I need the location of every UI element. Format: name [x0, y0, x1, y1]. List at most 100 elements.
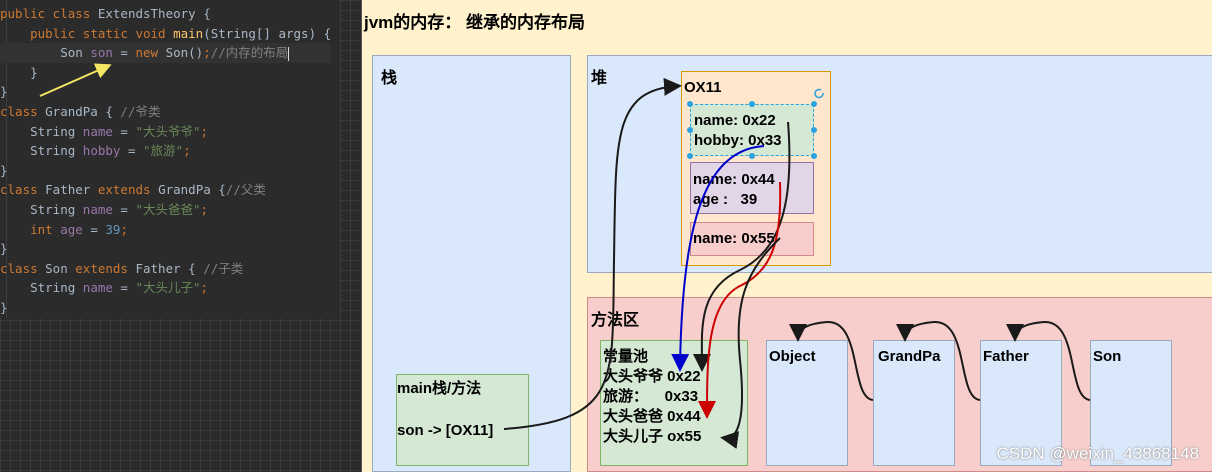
son-reference-arrow	[503, 77, 682, 430]
code-line[interactable]: public static void main(String[] args) {	[0, 24, 331, 44]
code-token: Son	[45, 260, 76, 276]
code-token: 39	[105, 221, 121, 237]
code-token: age	[60, 221, 83, 237]
code-line[interactable]: String name = "大头爷爷";	[0, 122, 331, 142]
code-token: ;	[200, 280, 209, 296]
hobby-arrow	[671, 145, 765, 372]
code-token: class	[0, 103, 46, 119]
code-token: name	[82, 201, 113, 217]
code-token: GrandPa {	[158, 182, 226, 198]
code-line[interactable]: }	[0, 82, 331, 102]
stack-label: 栈	[381, 70, 398, 87]
code-token: "大头儿子"	[135, 280, 201, 296]
code-line[interactable]: }	[0, 63, 331, 83]
memory-layout-diagram: jvm的内存： 继承的内存布局 栈 main栈/方法 son -> [OX11]…	[361, 0, 1212, 472]
main-stack-frame: main栈/方法 son -> [OX11]	[396, 374, 529, 466]
class-object: Object	[766, 340, 848, 466]
code-area[interactable]: public class ExtendsTheory { public stat…	[0, 0, 340, 318]
grandpa-fields-section[interactable]: name: 0x22 hobby: 0x33	[690, 104, 814, 156]
code-token: =	[112, 201, 136, 217]
grandpa-fields: name: 0x22 hobby: 0x33	[694, 112, 782, 149]
code-editor-panel: public class ExtendsTheory { public stat…	[0, 0, 360, 472]
code-token: String	[0, 201, 83, 217]
code-line[interactable]: public class ExtendsTheory {	[0, 4, 331, 24]
code-token: //子类	[203, 260, 244, 276]
code-line[interactable]: }	[0, 239, 331, 259]
constant-pool-entries: 大头爷爷 0x22 旅游： 0x33 大头爸爸 0x44 大头儿子 ox55	[603, 368, 702, 445]
father-name-arrow	[698, 181, 782, 419]
father-fields-section: name: 0x44 age : 39	[690, 162, 814, 214]
code-line[interactable]: String hobby = "旅游";	[0, 141, 331, 161]
code-line[interactable]: class Father extends GrandPa {//父类	[0, 180, 331, 200]
selection-handles	[687, 101, 817, 159]
code-token: Son()	[165, 45, 204, 61]
code-line[interactable]: class Son extends Father { //子类	[0, 259, 331, 279]
code-token: new	[135, 45, 166, 61]
class-son-label: Son	[1093, 348, 1122, 365]
code-token: ExtendsTheory {	[97, 6, 211, 21]
method-area-label: 方法区	[591, 312, 640, 329]
grandpa-extends-object-arrow	[789, 320, 874, 401]
code-token: class	[0, 182, 46, 198]
father-extends-grandpa-arrow	[896, 320, 981, 401]
code-token: //父类	[225, 182, 266, 198]
code-token: =	[120, 143, 144, 159]
code-token: //内存的布局	[210, 45, 289, 61]
java-source-code[interactable]: public class ExtendsTheory { public stat…	[0, 4, 332, 318]
code-token: ;	[200, 123, 209, 139]
grandpa-name-arrow	[692, 121, 791, 372]
code-token: =	[112, 45, 136, 61]
arrows-overlay	[503, 77, 1091, 449]
csdn-watermark: CSDN @weixin_43868148	[996, 444, 1199, 463]
code-token: Son	[0, 45, 91, 61]
yellow-pointer-arrow	[39, 63, 112, 97]
son-extends-father-arrow	[1006, 320, 1091, 401]
code-token: ;	[120, 221, 128, 237]
code-token: class	[0, 260, 46, 276]
code-token: hobby	[82, 143, 121, 159]
code-token: ;	[200, 201, 209, 217]
code-token: }	[0, 162, 8, 178]
code-token: name	[82, 280, 113, 296]
son-fields: name: 0x55	[693, 230, 775, 247]
code-token: name	[82, 123, 113, 139]
code-token: "大头爷爷"	[135, 123, 201, 139]
main-frame-label: main栈/方法	[397, 380, 482, 397]
code-line[interactable]: }	[0, 161, 331, 181]
code-token: son	[90, 45, 113, 61]
code-token: =	[112, 280, 136, 296]
code-token: }	[0, 84, 8, 100]
code-token: String	[0, 123, 83, 139]
code-token: String	[0, 143, 83, 159]
code-token: //爷类	[120, 103, 161, 119]
code-token: int	[30, 221, 61, 237]
code-line[interactable]: String name = "大头儿子";	[0, 278, 331, 298]
code-token: =	[112, 123, 136, 139]
class-grandpa-label: GrandPa	[878, 348, 941, 365]
code-token: Father	[45, 182, 98, 198]
father-fields: name: 0x44 age : 39	[693, 171, 775, 208]
code-line[interactable]: class GrandPa { //爷类	[0, 102, 331, 122]
code-token: ;	[203, 45, 211, 61]
class-father: Father	[980, 340, 1062, 466]
code-token: }	[0, 64, 38, 80]
code-token: "大头爸爸"	[135, 201, 201, 217]
code-token: main	[173, 25, 204, 41]
code-token: "旅游"	[143, 143, 184, 159]
pointer-arrow-overlay	[39, 63, 112, 97]
constant-pool-label: 常量池	[603, 348, 649, 365]
code-token: }	[0, 299, 8, 315]
code-line[interactable]: }	[0, 298, 331, 318]
diagram-title: jvm的内存： 继承的内存布局	[364, 13, 586, 32]
class-object-label: Object	[769, 348, 816, 365]
code-token: =	[82, 221, 106, 237]
object-address: OX11	[684, 79, 722, 96]
code-token: }	[0, 241, 8, 257]
code-line[interactable]: int age = 39;	[0, 220, 331, 240]
code-line[interactable]: String name = "大头爸爸";	[0, 200, 331, 220]
class-grandpa: GrandPa	[873, 340, 955, 466]
code-token: public class	[0, 6, 98, 21]
code-line[interactable]: Son son = new Son();//内存的布局	[0, 43, 332, 63]
class-father-label: Father	[983, 348, 1029, 365]
code-token: (String[] args) {	[203, 25, 332, 41]
